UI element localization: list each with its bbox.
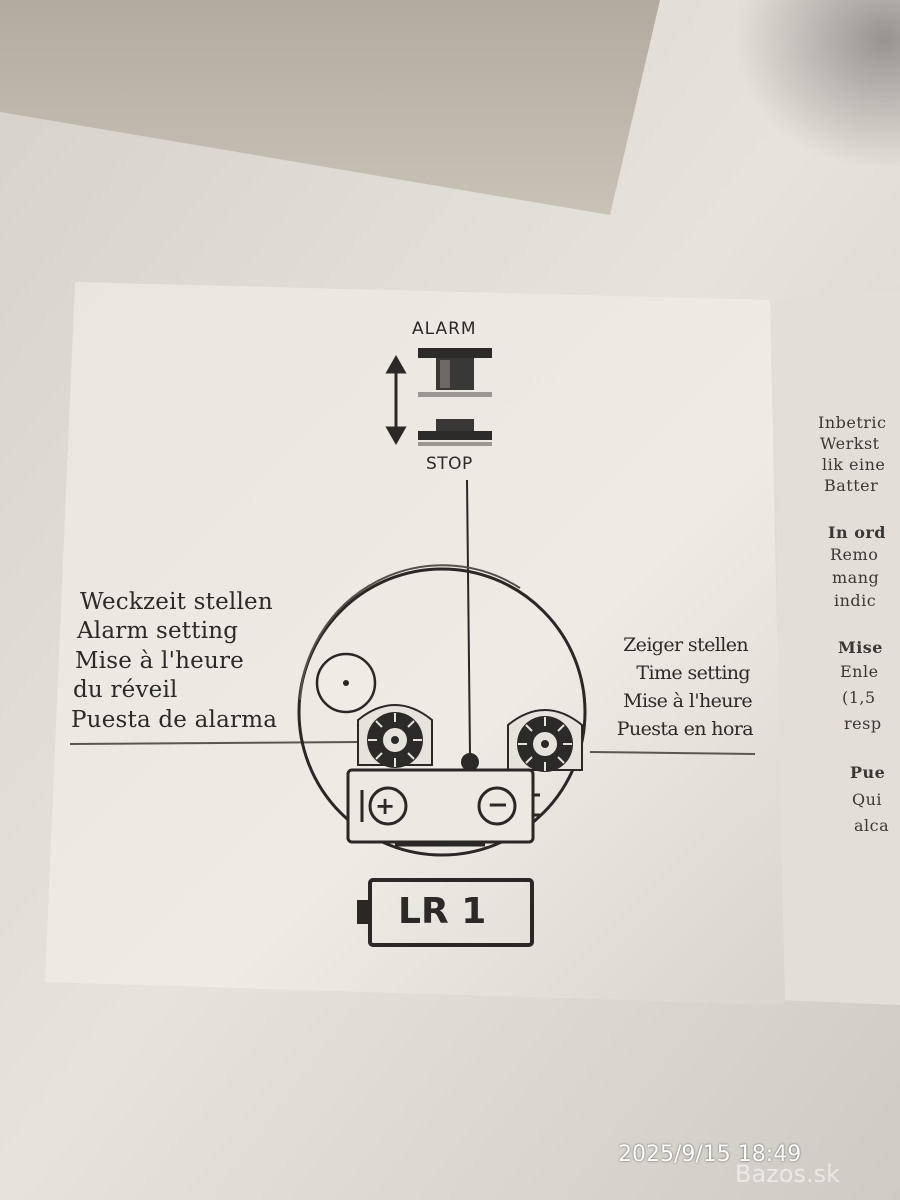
leader-line — [466, 479, 471, 756]
side-line: alca — [854, 816, 890, 835]
side-line: Enle — [840, 662, 879, 681]
minus-terminal-icon — [477, 786, 517, 826]
up-down-arrow-icon — [385, 354, 407, 446]
side-line: lik eine — [822, 455, 886, 474]
small-gear-icon — [315, 652, 377, 714]
side-line: Mise — [838, 638, 883, 657]
side-line: (1,5 — [842, 688, 876, 707]
photo-timestamp: 2025/9/15 18:49 — [618, 1142, 802, 1167]
side-line: Werkst — [820, 434, 880, 453]
stop-switch-icon — [418, 419, 492, 446]
battery-type-label: LR 1 — [398, 891, 487, 932]
top-paper — [0, 0, 660, 215]
right-label-en: Time setting — [636, 662, 750, 684]
right-label-fr: Mise à l'heure — [623, 690, 752, 712]
side-line: In ord — [828, 523, 886, 542]
side-line: Pue — [850, 763, 886, 782]
pivot-icon — [461, 753, 479, 771]
clock-back-diagram — [297, 564, 587, 857]
left-label-en: Alarm setting — [77, 618, 239, 644]
side-line: Remo — [830, 545, 879, 564]
left-label-fr-2: du réveil — [73, 677, 178, 703]
right-label-es: Puesta en hora — [616, 718, 754, 740]
alarm-setting-knob-icon — [357, 704, 433, 768]
side-page — [775, 290, 900, 1005]
instruction-sheet — [45, 282, 785, 1005]
side-line: mang — [832, 568, 880, 587]
right-label-de: Zeiger stellen — [623, 634, 749, 656]
left-label-es: Puesta de alarma — [71, 707, 278, 733]
watermark: Bazos.sk — [735, 1160, 840, 1188]
time-setting-knob-icon — [507, 709, 583, 772]
stop-label: STOP — [426, 454, 473, 474]
side-line: resp — [844, 714, 882, 733]
alarm-label: ALARM — [412, 319, 477, 339]
shadow — [600, 0, 900, 260]
side-line: indic — [834, 591, 877, 610]
alarm-switch-icon — [418, 348, 492, 397]
side-line: Qui — [852, 790, 883, 809]
battery-icon — [357, 878, 534, 947]
right-rule — [589, 751, 756, 755]
left-label-de: Weckzeit stellen — [80, 589, 273, 615]
side-line: Inbetric — [818, 413, 887, 432]
side-line: Batter — [824, 476, 879, 495]
left-label-fr-1: Mise à l'heure — [75, 648, 244, 674]
left-rule — [69, 741, 361, 745]
plus-sign: + — [375, 792, 396, 820]
plus-terminal-icon — [368, 786, 408, 826]
minus-sign: − — [487, 790, 509, 820]
